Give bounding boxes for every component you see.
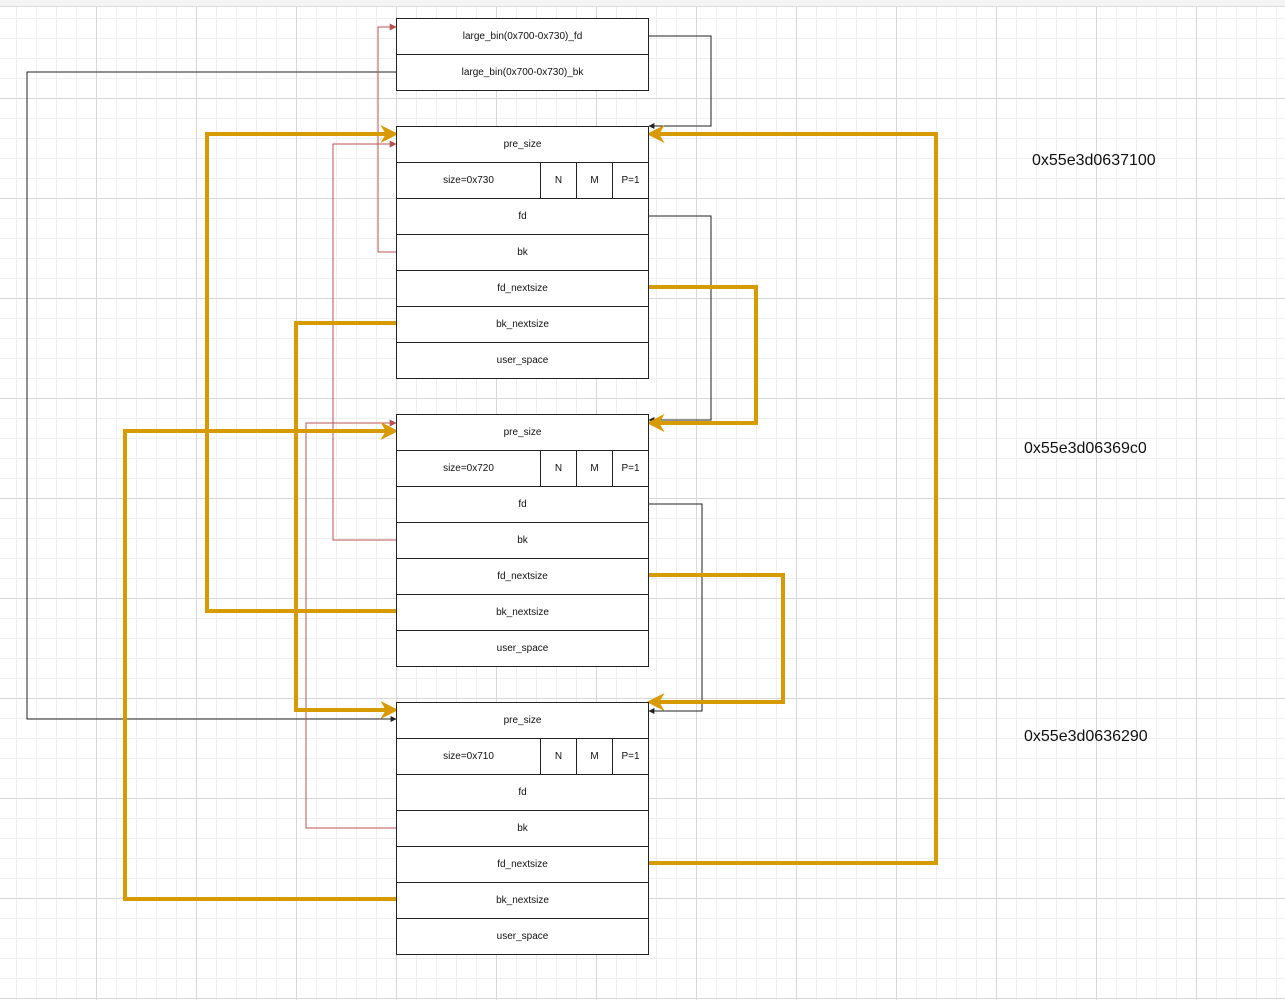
chunk2-size-cell[interactable]: size=0x720: [396, 450, 541, 487]
chunk3-bk-cell[interactable]: bk: [396, 810, 649, 847]
chunk2-m-flag[interactable]: M: [576, 450, 613, 487]
chunk2-bk-link: [332, 140, 397, 541]
chunk2-fd-link: [648, 503, 703, 714]
chunk1-fd-nextsize-link: [646, 285, 758, 432]
chunk1-bk-link: [377, 23, 397, 253]
chunk1-fd-link: [648, 215, 712, 423]
chunk1-user-space-cell[interactable]: user_space: [396, 342, 649, 379]
chunk1-pre-size-cell[interactable]: pre_size: [396, 126, 649, 163]
chunk3-fd-nextsize-link: [646, 125, 938, 865]
chunk3-fd-cell[interactable]: fd: [396, 774, 649, 811]
chunk3-address-label[interactable]: 0x55e3d0636290: [1024, 728, 1148, 745]
chunk3-pre-size-cell[interactable]: pre_size: [396, 702, 649, 739]
bin-bk-link: [26, 71, 397, 722]
chunk1-p-flag[interactable]: P=1: [612, 162, 649, 199]
chunk2-pre-size-cell[interactable]: pre_size: [396, 414, 649, 451]
chunk2-n-flag[interactable]: N: [540, 450, 577, 487]
chunk1-bk-nextsize-link: [294, 321, 399, 719]
chunk2-p-flag[interactable]: P=1: [612, 450, 649, 487]
chunk1-fd-cell[interactable]: fd: [396, 198, 649, 235]
chunk1-address-label[interactable]: 0x55e3d0637100: [1032, 152, 1156, 169]
chunk1-m-flag[interactable]: M: [576, 162, 613, 199]
chunk3-size-cell[interactable]: size=0x710: [396, 738, 541, 775]
chunk3-user-space-cell[interactable]: user_space: [396, 918, 649, 955]
chunk3-bk-nextsize-link: [123, 422, 399, 901]
bin-fd-link: [648, 35, 712, 129]
chunk1-size-cell[interactable]: size=0x730: [396, 162, 541, 199]
chunk3-m-flag[interactable]: M: [576, 738, 613, 775]
top-toolbar-strip: [0, 0, 1285, 7]
chunk3-bk-nextsize-cell[interactable]: bk_nextsize: [396, 882, 649, 919]
chunk2-bk-cell[interactable]: bk: [396, 522, 649, 559]
chunk2-bk-nextsize-link: [205, 125, 399, 613]
chunk2-fd-nextsize-link: [646, 573, 785, 711]
chunk1-fd-nextsize-cell[interactable]: fd_nextsize: [396, 270, 649, 307]
bin-fd-cell[interactable]: large_bin(0x700-0x730)_fd: [396, 18, 649, 55]
chunk1-bk-cell[interactable]: bk: [396, 234, 649, 271]
chunk1-bk-nextsize-cell[interactable]: bk_nextsize: [396, 306, 649, 343]
chunk2-bk-nextsize-cell[interactable]: bk_nextsize: [396, 594, 649, 631]
bin-bk-cell[interactable]: large_bin(0x700-0x730)_bk: [396, 54, 649, 91]
chunk3-bk-link: [305, 419, 397, 829]
chunk1-n-flag[interactable]: N: [540, 162, 577, 199]
chunk3-n-flag[interactable]: N: [540, 738, 577, 775]
chunk2-address-label[interactable]: 0x55e3d06369c0: [1024, 440, 1147, 457]
chunk2-user-space-cell[interactable]: user_space: [396, 630, 649, 667]
chunk2-fd-cell[interactable]: fd: [396, 486, 649, 523]
chunk2-fd-nextsize-cell[interactable]: fd_nextsize: [396, 558, 649, 595]
chunk3-p-flag[interactable]: P=1: [612, 738, 649, 775]
chunk3-fd-nextsize-cell[interactable]: fd_nextsize: [396, 846, 649, 883]
